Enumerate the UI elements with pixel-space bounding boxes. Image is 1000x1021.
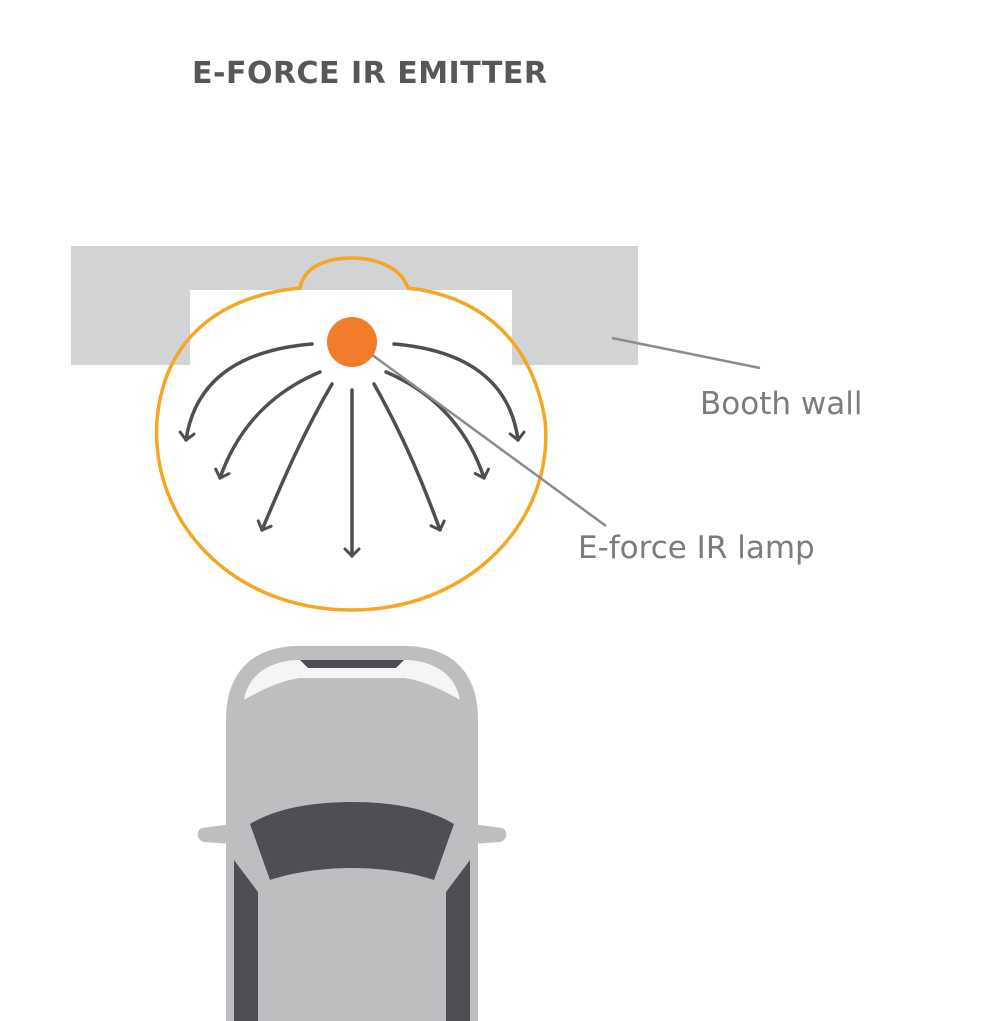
ir-arrow <box>384 370 490 480</box>
car-front-grille <box>300 660 404 668</box>
car-left-side-window <box>234 860 258 1021</box>
ir-arrow <box>214 370 322 480</box>
booth-wall-leader-line <box>611 336 761 370</box>
booth-wall <box>71 246 638 365</box>
car-right-side-window <box>446 860 470 1021</box>
page-title: E-FORCE IR EMITTER <box>192 56 548 91</box>
ir-coverage-zone <box>154 256 548 612</box>
ir-arrow <box>256 382 334 532</box>
ir-lamp-icon <box>327 317 377 367</box>
car-top-view-icon <box>197 646 507 1021</box>
ir-arrow <box>178 342 314 442</box>
ir-arrows <box>178 342 526 558</box>
car-right-mirror <box>472 824 507 844</box>
car-windshield <box>250 802 454 880</box>
ir-arrow <box>392 342 526 442</box>
lamp-leader-line <box>359 344 607 528</box>
car-left-mirror <box>197 824 232 844</box>
car-hood-highlight <box>244 660 460 700</box>
ir-lamp-label: E-force IR lamp <box>578 530 815 566</box>
booth-wall-label: Booth wall <box>700 386 863 422</box>
ir-arrow <box>372 382 446 532</box>
